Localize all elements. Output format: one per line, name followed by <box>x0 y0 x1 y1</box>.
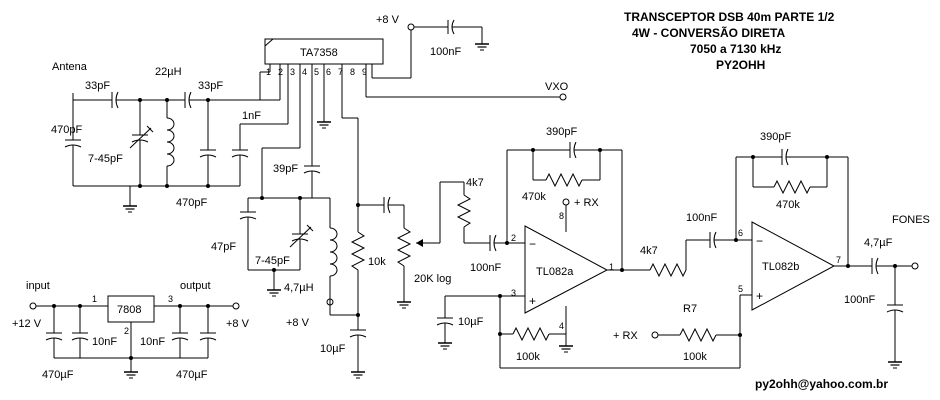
c39pf-label: 39pF <box>273 163 298 175</box>
reg-label: 7808 <box>117 304 141 316</box>
interstage: 4k7 100nF <box>640 212 752 278</box>
vxo-line: VXO <box>365 64 569 101</box>
output-label: output <box>180 280 211 292</box>
l4-7uh-label: 4,7µH <box>284 282 314 294</box>
ic-pin-5: 5 <box>314 67 319 77</box>
title-line-2: 4W - CONVERSÃO DIRETA <box>632 25 785 40</box>
ta7358-label: TA7358 <box>300 47 338 59</box>
svg-text:+: + <box>529 294 536 308</box>
supply-top: +8 V 100nF <box>371 14 490 79</box>
r470k-b-label: 470k <box>776 199 800 211</box>
r470k-a-label: 470k <box>522 191 546 203</box>
tl082a-opamp: TL082a − + 2 3 1 8 4 + RX <box>511 197 614 353</box>
c100nf-a-label: 100nF <box>470 262 501 274</box>
reg-pin-1: 1 <box>92 294 97 304</box>
c10uf-a-label: 10µF <box>320 343 346 355</box>
ic-pin-2: 2 <box>278 67 283 77</box>
reg-pin-2: 2 <box>124 326 129 336</box>
c47pf-label: 47pF <box>211 241 236 253</box>
c33pf-a-label: 33pF <box>85 80 110 92</box>
opa-pin-2: 2 <box>511 233 516 243</box>
tl082b-opamp: TL082b − + 6 5 7 <box>738 221 841 311</box>
ic-pin-8: 8 <box>350 67 355 77</box>
c100nf-b-label: 100nF <box>686 212 717 224</box>
fones-label: FONES <box>892 214 930 226</box>
rx-a-label: + RX <box>574 197 599 209</box>
volume-pot: 20K log 4k7 100nF <box>396 177 525 309</box>
ic-pin-6: 6 <box>326 67 331 77</box>
opb-pin-5: 5 <box>738 284 743 294</box>
c470uf-a-label: 470µF <box>42 369 74 381</box>
ic-pin-4: 4 <box>302 67 307 77</box>
input-label: input <box>26 280 50 292</box>
c390pf-b-label: 390pF <box>760 131 791 143</box>
tl082b-feedback: 390pF 470k <box>734 131 872 268</box>
opb-pin-7: 7 <box>836 255 841 265</box>
vxo-tank: 39pF 47pF 7-45pF 4,7µH +8 V <box>211 64 338 329</box>
v12-label: +12 V <box>12 318 42 330</box>
tl082a-feedback: 390pF 470k <box>505 126 650 272</box>
c4-7uf-label: 4,7µF <box>864 237 893 249</box>
svg-text:−: − <box>529 237 536 251</box>
r7-label: R7 <box>683 303 697 315</box>
v8-mid-label: +8 V <box>286 317 310 329</box>
r4k7-a-label: 4k7 <box>466 177 484 189</box>
opa-pin-4: 4 <box>559 321 564 331</box>
title-line-4: PY2OHH <box>716 58 765 72</box>
c10nf-a-label: 10nF <box>92 336 117 348</box>
c100nf-c-label: 100nF <box>844 294 875 306</box>
c390pf-a-label: 390pF <box>546 126 577 138</box>
r4k7-b-label: 4k7 <box>640 245 658 257</box>
opb-label: TL082b <box>762 261 799 273</box>
c10nf-b-label: 10nF <box>140 336 165 348</box>
email-address: py2ohh@yahoo.com.br <box>755 377 888 391</box>
pot20k-label: 20K log <box>414 273 451 285</box>
c7-45pf-a-label: 7-45pF <box>88 153 123 165</box>
c470uf-b-label: 470µF <box>176 369 208 381</box>
title-line-1: TRANSCEPTOR DSB 40m PARTE 1/2 <box>624 10 835 24</box>
tl082a-bias: 10µF 100k + RX R7 100k <box>436 294 742 369</box>
vxo-label: VXO <box>545 81 569 93</box>
svg-text:+: + <box>756 289 763 303</box>
l22uh-label: 22µH <box>155 66 182 78</box>
c470pf-b-label: 470pF <box>176 197 207 209</box>
r10k-label: 10k <box>368 256 386 268</box>
ic-pin-9: 9 <box>362 67 367 77</box>
c7-45pf-b-label: 7-45pF <box>255 255 290 267</box>
opb-pin-6: 6 <box>738 228 743 238</box>
c470pf-a-label: 470pF <box>51 124 82 136</box>
ic-pin-7: 7 <box>338 67 343 77</box>
antenna-network: Antena 33pF 470pF 7-45pF 22µH 33pF <box>51 61 289 213</box>
reg-pin-3: 3 <box>168 294 173 304</box>
c10uf-b-label: 10µF <box>458 316 484 328</box>
c100nf-top-label: 100nF <box>430 46 461 58</box>
ic-pin-3: 3 <box>290 67 295 77</box>
svg-text:−: − <box>756 234 763 248</box>
opa-label: TL082a <box>536 266 574 278</box>
opa-pin-1: 1 <box>609 262 614 272</box>
rx-b-label: + RX <box>613 330 638 342</box>
antena-label: Antena <box>52 61 88 73</box>
regulator-7808: input +12 V 1 7808 3 2 output +8 V 10nF … <box>12 280 250 381</box>
mixer-output: 10k 10µF <box>320 64 405 379</box>
c1nf-label: 1nF <box>242 110 261 122</box>
opa-pin-8: 8 <box>559 211 564 221</box>
v8-reg-label: +8 V <box>226 318 250 330</box>
r100k-b-label: 100k <box>683 351 707 363</box>
opa-pin-3: 3 <box>511 288 516 298</box>
c33pf-b-label: 33pF <box>198 80 223 92</box>
title-line-3: 7050 a 7130 kHz <box>690 42 781 56</box>
v8-top-label: +8 V <box>376 14 400 26</box>
headphone-output: 4,7µF FONES 100nF <box>844 214 930 369</box>
r100k-a-label: 100k <box>516 351 540 363</box>
